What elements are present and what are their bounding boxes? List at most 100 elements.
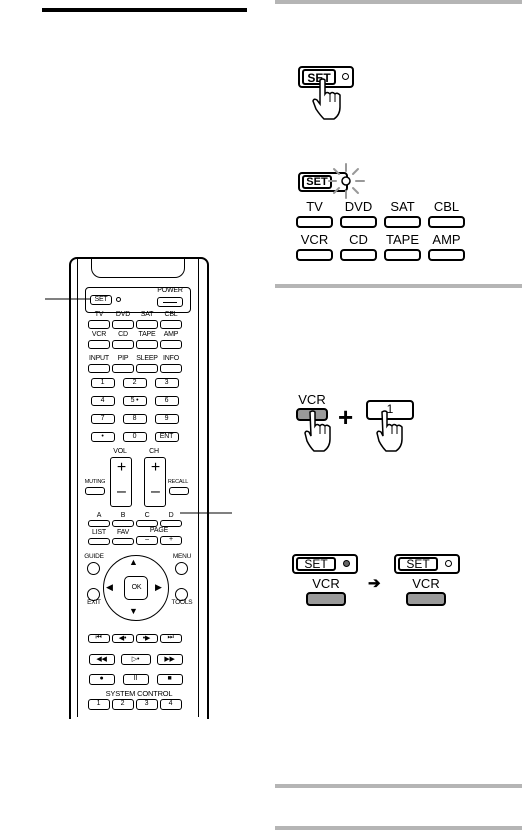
- remote-list-button[interactable]: [88, 538, 110, 545]
- remote-d-label: D: [160, 512, 182, 519]
- remote-ch-minus: –: [144, 483, 167, 501]
- remote-sys-4[interactable]: 4: [160, 699, 182, 710]
- remote-cd-label: CD: [112, 331, 134, 338]
- remote-info-label: INFO: [160, 355, 182, 362]
- remote-num-8-label: 8: [124, 415, 145, 422]
- remote-amp-button[interactable]: [160, 340, 182, 349]
- step4-right-vcr-button[interactable]: [406, 592, 446, 606]
- step2-cd-button[interactable]: [340, 249, 377, 261]
- remote-vcr-button[interactable]: [88, 340, 110, 349]
- remote-dpad-right-icon[interactable]: ▶: [155, 582, 162, 593]
- remote-c-button[interactable]: [136, 520, 158, 527]
- step3-plus-sign: +: [338, 402, 353, 433]
- remote-num-4[interactable]: 4: [91, 396, 115, 406]
- step4-right-vcr-label: VCR: [406, 576, 446, 591]
- remote-num-3[interactable]: 3: [155, 378, 179, 388]
- step4-right-led: [445, 560, 452, 567]
- step2-dvd-button[interactable]: [340, 216, 377, 228]
- step2-sat-label: SAT: [384, 199, 421, 214]
- remote-num-4-label: 4: [92, 397, 113, 404]
- remote-sys-1[interactable]: 1: [88, 699, 110, 710]
- remote-ffwd-button[interactable]: ▶▶: [157, 654, 183, 665]
- remote-input-button[interactable]: [88, 364, 110, 373]
- remote-ok-label: OK: [124, 584, 149, 591]
- remote-rec-button[interactable]: ●: [89, 674, 115, 685]
- remote-b-button[interactable]: [112, 520, 134, 527]
- remote-recall-button[interactable]: [169, 487, 189, 495]
- step4-left-vcr-button[interactable]: [306, 592, 346, 606]
- remote-cbl-button[interactable]: [160, 320, 182, 329]
- remote-dot-button[interactable]: •: [91, 432, 115, 442]
- remote-num-8[interactable]: 8: [123, 414, 147, 424]
- step2-tv-button[interactable]: [296, 216, 333, 228]
- remote-rewind-button[interactable]: ◀◀: [89, 654, 115, 665]
- remote-list-label: LIST: [88, 529, 110, 536]
- remote-stop-button[interactable]: ■: [157, 674, 183, 685]
- remote-num-1[interactable]: 1: [91, 378, 115, 388]
- step2-amp-button[interactable]: [428, 249, 465, 261]
- remote-muting-label: MUTING: [82, 479, 108, 485]
- remote-dvd-label: DVD: [112, 311, 134, 318]
- remote-num-5[interactable]: 5 •: [123, 396, 147, 406]
- step3-illustration: VCR + 1: [296, 392, 420, 464]
- remote-tape-button[interactable]: [136, 340, 158, 349]
- remote-tv-button[interactable]: [88, 320, 110, 329]
- remote-sys-4-label: 4: [161, 700, 180, 707]
- remote-num-0-label: 0: [124, 433, 145, 440]
- remote-num-9[interactable]: 9: [155, 414, 179, 424]
- remote-prev-button[interactable]: ⏮: [88, 634, 110, 643]
- remote-input-label: INPUT: [86, 355, 112, 362]
- remote-pip-button[interactable]: [112, 364, 134, 373]
- remote-rewind-icon: ◀◀: [90, 655, 113, 663]
- remote-dot-label: •: [92, 433, 113, 440]
- remote-next-button[interactable]: ⏭: [160, 634, 182, 643]
- step4-illustration: SET VCR ➔ SET VCR: [292, 554, 476, 610]
- step4-right-set-button[interactable]: SET: [398, 557, 438, 571]
- remote-tools-button[interactable]: [175, 588, 188, 601]
- remote-dpad-down-icon[interactable]: ▼: [129, 606, 138, 616]
- remote-num-7[interactable]: 7: [91, 414, 115, 424]
- remote-system-control-label: SYSTEM CONTROL: [89, 689, 189, 698]
- remote-fav-button[interactable]: [112, 538, 134, 545]
- remote-advance-button[interactable]: •▶: [136, 634, 158, 643]
- remote-num-5-label: 5 •: [124, 397, 145, 404]
- remote-replay-button[interactable]: ◀•: [112, 634, 134, 643]
- remote-dvd-button[interactable]: [112, 320, 134, 329]
- step1-illustration: SET: [298, 66, 368, 126]
- remote-muting-button[interactable]: [85, 487, 105, 495]
- step2-cbl-button[interactable]: [428, 216, 465, 228]
- remote-dpad-left-icon[interactable]: ◀: [106, 582, 113, 593]
- remote-sat-button[interactable]: [136, 320, 158, 329]
- remote-play-button[interactable]: ▷•: [121, 654, 151, 665]
- remote-num-6[interactable]: 6: [155, 396, 179, 406]
- remote-guide-button[interactable]: [87, 562, 100, 575]
- step2-vcr-button[interactable]: [296, 249, 333, 261]
- remote-ent-label: ENT: [156, 433, 177, 440]
- step4-left-set-button[interactable]: SET: [296, 557, 336, 571]
- step2-tv-label: TV: [296, 199, 333, 214]
- remote-num-2[interactable]: 2: [123, 378, 147, 388]
- remote-sys-1-label: 1: [89, 700, 108, 707]
- remote-sys-2[interactable]: 2: [112, 699, 134, 710]
- step2-sat-button[interactable]: [384, 216, 421, 228]
- step4-left-led: [343, 560, 350, 567]
- remote-menu-button[interactable]: [175, 562, 188, 575]
- remote-sleep-button[interactable]: [136, 364, 158, 373]
- remote-recall-label: RECALL: [165, 479, 191, 485]
- remote-d-button[interactable]: [160, 520, 182, 527]
- step2-amp-label: AMP: [428, 232, 465, 247]
- remote-pause-button[interactable]: II: [123, 674, 149, 685]
- remote-dpad-up-icon[interactable]: ▲: [129, 557, 138, 567]
- remote-exit-button[interactable]: [87, 588, 100, 601]
- remote-a-button[interactable]: [88, 520, 110, 527]
- remote-sys-3[interactable]: 3: [136, 699, 158, 710]
- remote-vol-minus: –: [110, 483, 133, 501]
- remote-num-0[interactable]: 0: [123, 432, 147, 442]
- step2-cd-label: CD: [340, 232, 377, 247]
- remote-ent-button[interactable]: ENT: [155, 432, 179, 442]
- remote-control: SET POWER TV DVD SAT CBL VCR CD TAPE AMP…: [69, 257, 207, 719]
- remote-cd-button[interactable]: [112, 340, 134, 349]
- step2-tape-button[interactable]: [384, 249, 421, 261]
- remote-ffwd-icon: ▶▶: [158, 655, 181, 663]
- remote-info-button[interactable]: [160, 364, 182, 373]
